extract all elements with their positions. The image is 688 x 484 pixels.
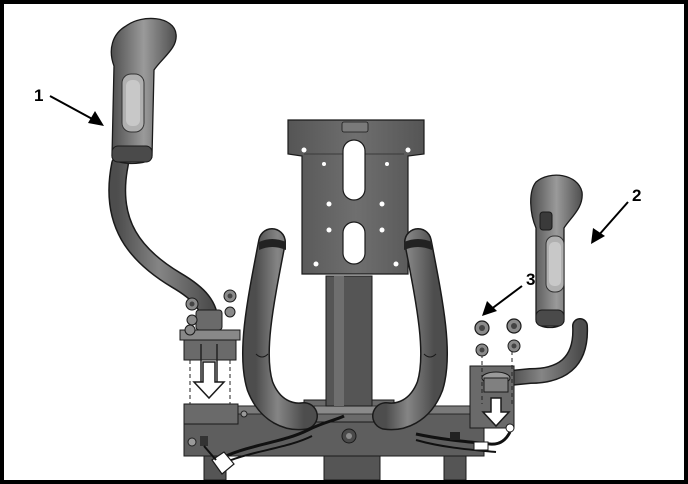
left-install-arrow: [192, 361, 226, 400]
seat-mounting-plate: [287, 119, 425, 275]
callout-label-3: 3: [526, 270, 535, 289]
left-wire-harness: [200, 414, 345, 475]
callout-arrow-3: [482, 285, 523, 316]
right-install-arrow: [481, 397, 511, 428]
right-wire-harness: [415, 423, 515, 453]
left-mount-bracket: [179, 309, 241, 425]
callout-arrow-2: [591, 201, 629, 244]
left-bolts: [184, 289, 237, 336]
assembly-diagram: 1 2 3: [34, 17, 641, 480]
callout-arrow-1: [49, 95, 104, 126]
mounting-nuts: [474, 318, 522, 357]
seat-support-tubes: [241, 228, 449, 431]
callout-label-1: 1: [34, 86, 43, 105]
right-control-lever: [502, 174, 589, 386]
center-column: [325, 275, 373, 407]
left-control-lever: [108, 17, 219, 333]
callout-label-2: 2: [632, 186, 641, 205]
